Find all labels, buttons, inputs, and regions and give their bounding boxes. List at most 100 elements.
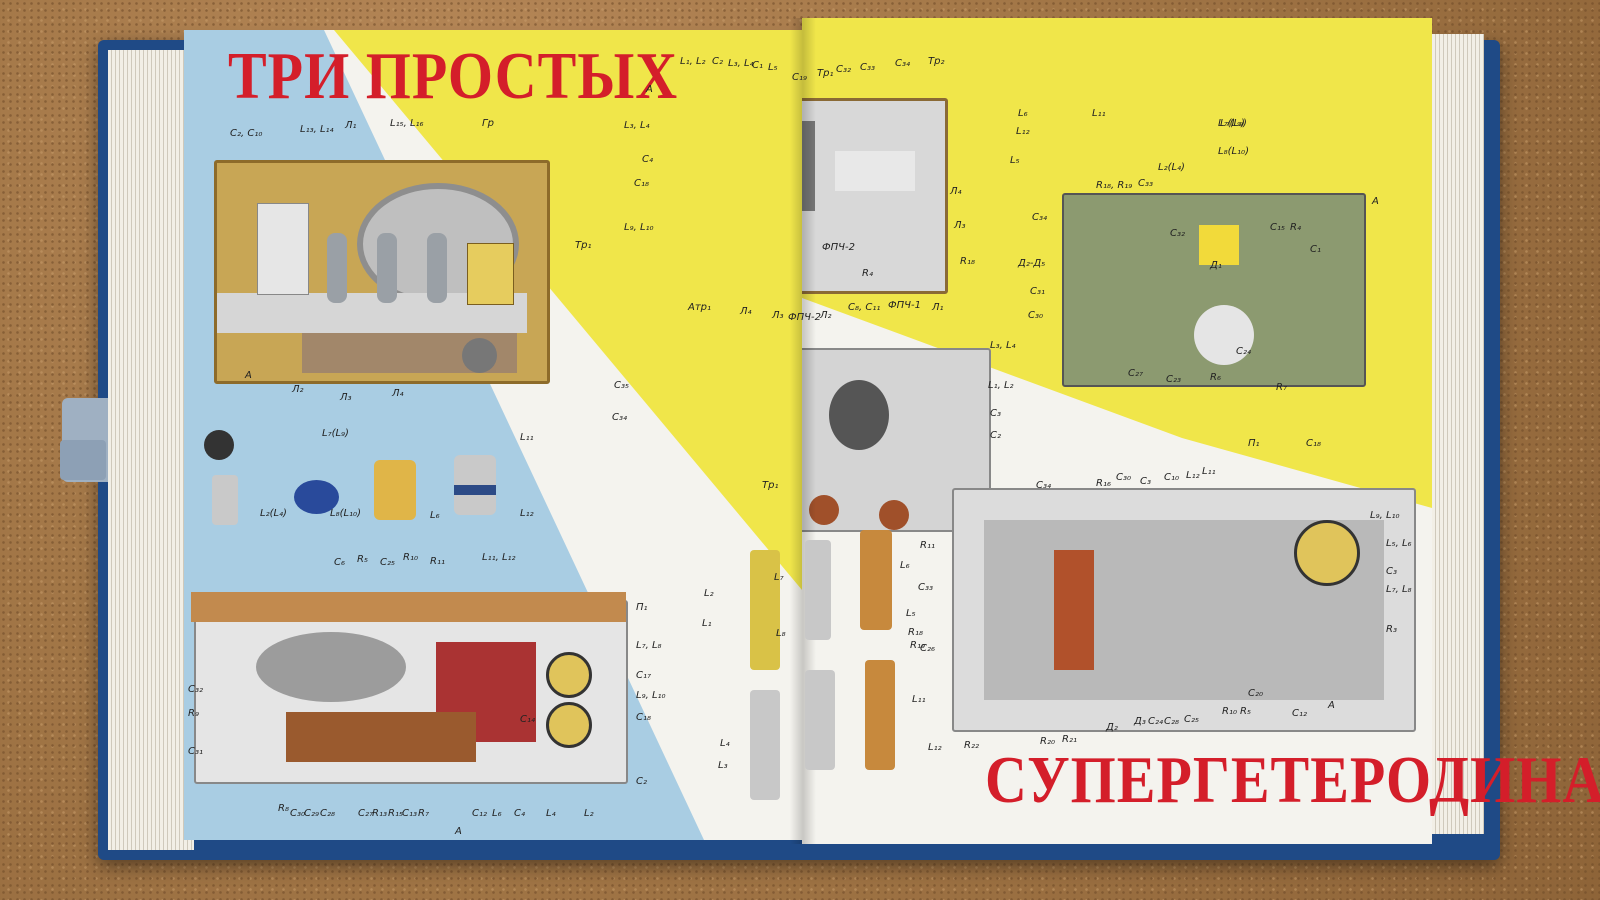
component-label: L₈ — [776, 628, 786, 639]
component-label: С₁₂ — [1292, 708, 1307, 719]
component-label: L₉, L₁₀ — [636, 690, 666, 701]
component-label: L₂ — [584, 808, 594, 819]
component-label: R₁₆ — [1096, 478, 1111, 489]
component-label: С₃₄ — [1032, 212, 1047, 223]
component-label: А — [1328, 700, 1335, 711]
component-label: R₁₅ — [388, 808, 403, 819]
component-label: L₅ — [768, 62, 778, 73]
component-label: R₆ — [1210, 372, 1221, 383]
component-label: ФПЧ-1 — [888, 300, 921, 311]
component-label: L₉, L₁₀ — [624, 222, 654, 233]
component-label: С₃₁ — [188, 746, 203, 757]
component-label: L₁, L₂ — [988, 380, 1014, 391]
component-label: С₄ — [514, 808, 525, 819]
component-label: R₂₂ — [964, 740, 979, 751]
component-label: L₆ — [492, 808, 502, 819]
component-label: С₂₈ — [320, 808, 335, 819]
component-label: С₃₀ — [1116, 472, 1131, 483]
component-label: L₄ — [720, 738, 730, 749]
component-label: L₁₁ — [520, 432, 534, 443]
component-label: R₃ — [1386, 624, 1397, 635]
component-label: R₁₀ — [1222, 706, 1237, 717]
component-label: С₃₀ — [290, 808, 305, 819]
component-label: Тр₁ — [575, 240, 592, 251]
component-label: R₅ — [1240, 706, 1251, 717]
component-label: С₁₅ — [1270, 222, 1285, 233]
component-label: ФПЧ-2 — [788, 312, 821, 323]
component-label: L₁₁ — [1202, 466, 1216, 477]
component-label: Л₃ — [772, 310, 784, 321]
component-label: L₅ — [1010, 155, 1020, 166]
component-label: С₂, С₁₀ — [230, 128, 263, 139]
component-label: L₁, L₂ — [680, 56, 706, 67]
component-label: L₄ — [546, 808, 556, 819]
component-label: Л₃ — [954, 220, 966, 231]
right-page — [802, 18, 1432, 844]
component-label: С₃₁ — [1030, 286, 1045, 297]
component-label: С₃₀ — [1028, 310, 1043, 321]
component-label: С₁₃ — [402, 808, 417, 819]
component-label: L₁₅, L₁₆ — [390, 118, 424, 129]
component-label: С₈, С₁₁ — [848, 302, 881, 313]
component-label: L₉, L₁₀ — [1370, 510, 1400, 521]
component-label: А — [646, 84, 653, 95]
left-page — [184, 30, 802, 840]
component-label: Л₄ — [950, 186, 962, 197]
component-label: L₇, L₈ — [1386, 584, 1412, 595]
receiver-illustration-2 — [191, 592, 628, 784]
component-label: Атр₁ — [688, 302, 712, 313]
component-label: С₁₈ — [1306, 438, 1321, 449]
component-label: Гр — [482, 118, 494, 129]
component-label: L₃, L₄ — [728, 58, 754, 69]
component-label: С₃₂ — [188, 684, 203, 695]
component-label: С₃₃ — [918, 582, 933, 593]
component-label: ФПЧ-2 — [822, 242, 855, 253]
component-label: R₂₁ — [1062, 734, 1077, 745]
component-label: С₃₂ — [1170, 228, 1185, 239]
component-label: С₁ — [752, 60, 763, 71]
component-label: С₃₄ — [612, 412, 627, 423]
component-label: R₇ — [418, 808, 429, 819]
component-label: R₉ — [188, 708, 199, 719]
component-label: L₇(L₉) — [1220, 118, 1247, 129]
component-label: С₁₉ — [792, 72, 807, 83]
component-label: L₁ — [702, 618, 712, 629]
component-label: R₁₉ — [910, 640, 925, 651]
component-label: Л₄ — [740, 306, 752, 317]
component-label: С₂ — [636, 776, 647, 787]
chassis-illustration-4 — [952, 488, 1416, 732]
component-label: С₂₀ — [1248, 688, 1263, 699]
component-label: С₁₈ — [636, 712, 651, 723]
component-label: L₆ — [1018, 108, 1028, 119]
component-label: R₂₀ — [1040, 736, 1055, 747]
component-label: Д₂-Д₅ — [1018, 258, 1046, 269]
component-label: L₁₂ — [1016, 126, 1030, 137]
component-label: Тр₁ — [762, 480, 779, 491]
component-label: С₃₄ — [1036, 480, 1051, 491]
left-page-stack — [108, 50, 194, 850]
component-label: Л₄ — [392, 388, 404, 399]
component-label: L₂ — [704, 588, 714, 599]
component-label: С₂ — [712, 56, 723, 67]
component-label: С₃ — [990, 408, 1001, 419]
component-label: С₂₅ — [1184, 714, 1199, 725]
component-label: Д₁ — [1210, 260, 1222, 271]
chassis-illustration-2 — [1062, 193, 1366, 387]
component-label: L₁₂ — [928, 742, 942, 753]
component-label: R₅ — [357, 554, 368, 565]
component-label: С₂₄ — [1236, 346, 1251, 357]
component-label: С₂₉ — [304, 808, 319, 819]
component-label: L₁₂ — [520, 508, 534, 519]
component-label: L₈(L₁₀) — [330, 508, 361, 519]
component-label: L₇(L₉) — [1218, 118, 1245, 129]
component-label: R₄ — [862, 268, 873, 279]
component-label: Тр₂ — [928, 56, 945, 67]
component-label: С₂₆ — [920, 643, 935, 654]
component-label: С₃ — [1386, 566, 1397, 577]
component-label: L₆ — [900, 560, 910, 571]
component-label: С₆ — [334, 557, 345, 568]
component-label: R₇ — [1276, 382, 1287, 393]
component-label: R₁₈ — [908, 627, 923, 638]
component-label: Л₂ — [292, 384, 304, 395]
component-label: L₁₁ — [912, 694, 926, 705]
